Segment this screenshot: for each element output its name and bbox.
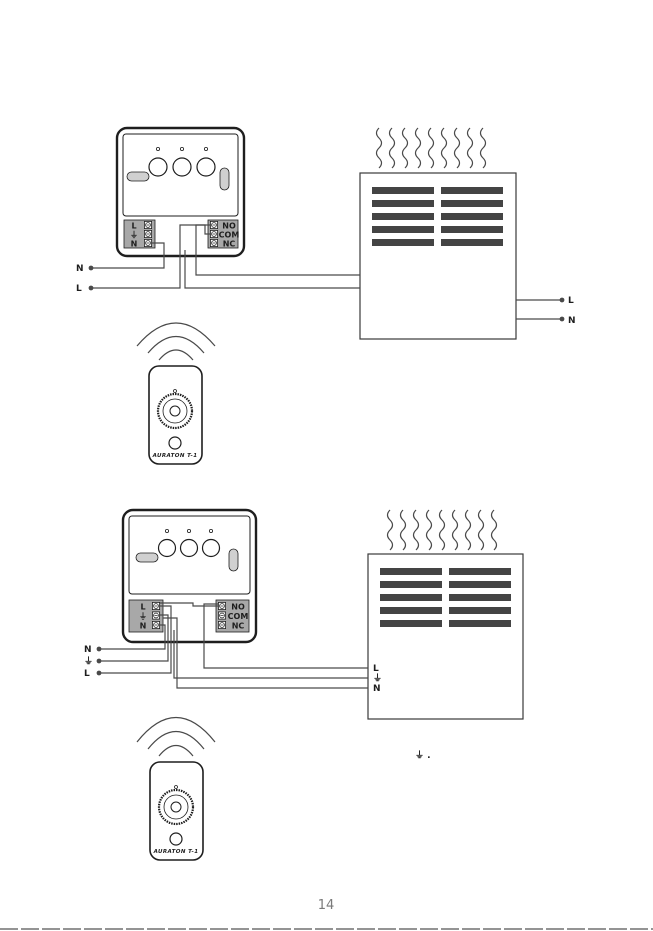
diagram-2: L ⏚ N NO COM NC N ⏚	[84, 510, 523, 860]
remote-signal-icon	[137, 323, 215, 360]
terminal-label-n: N	[140, 622, 147, 631]
heater-terminal-label-l: L	[373, 664, 379, 674]
heater-1	[360, 173, 516, 339]
remote-signal-icon	[137, 718, 215, 757]
remote-brand-label: AURATON T-1	[153, 849, 199, 855]
remote-controller-2: AURATON T-1	[150, 762, 203, 860]
heat-waves-icon	[377, 128, 486, 168]
heater-2	[368, 554, 523, 719]
button-3-icon	[197, 158, 215, 176]
button-1-icon	[159, 540, 176, 557]
terminal-label-ground: ⏚	[130, 231, 138, 240]
supply-label-l: L	[84, 669, 90, 679]
led-indicator-icon	[127, 172, 149, 181]
button-1-icon	[149, 158, 167, 176]
terminal-label-nc: NC	[232, 622, 245, 631]
receiver-module-2: L ⏚ N NO COM NC	[123, 510, 256, 642]
heater-supply-label-n: N	[568, 316, 576, 326]
heater-terminal-label-ground: ⏚	[373, 673, 382, 684]
remote-brand-label: AURATON T-1	[152, 453, 198, 459]
terminal-label-nc: NC	[223, 240, 236, 249]
terminal-label-n: N	[131, 240, 138, 249]
remote-controller-1: AURATON T-1	[149, 366, 202, 464]
terminal-label-l: L	[140, 603, 145, 612]
button-3-icon	[203, 540, 220, 557]
terminal-label-com: COM	[219, 231, 240, 240]
terminal-label-ground: ⏚	[139, 612, 147, 621]
terminal-label-no: NO	[222, 222, 236, 231]
remote-button-icon	[169, 437, 181, 449]
heater-supply-label-l: L	[568, 296, 574, 306]
supply-label-ground: ⏚	[84, 656, 93, 667]
terminal-label-com: COM	[228, 612, 249, 621]
button-2-icon	[173, 158, 191, 176]
switch-slot-icon	[220, 168, 229, 190]
terminal-label-no: NO	[231, 603, 245, 612]
heater-terminal-label-n: N	[373, 684, 381, 694]
ground-note: ⏚ .	[415, 750, 431, 761]
supply-label-n: N	[84, 645, 92, 655]
button-2-icon	[181, 540, 198, 557]
remote-button-icon	[170, 833, 182, 845]
page-number: 14	[318, 898, 335, 913]
terminal-label-l: L	[131, 222, 136, 231]
diagram-1: L ⏚ N NO COM NC N	[76, 128, 576, 464]
switch-slot-icon	[229, 549, 238, 571]
supply-label-l: L	[76, 284, 82, 294]
heat-waves-icon	[388, 510, 497, 550]
supply-label-n: N	[76, 264, 84, 274]
led-indicator-icon	[136, 553, 158, 562]
